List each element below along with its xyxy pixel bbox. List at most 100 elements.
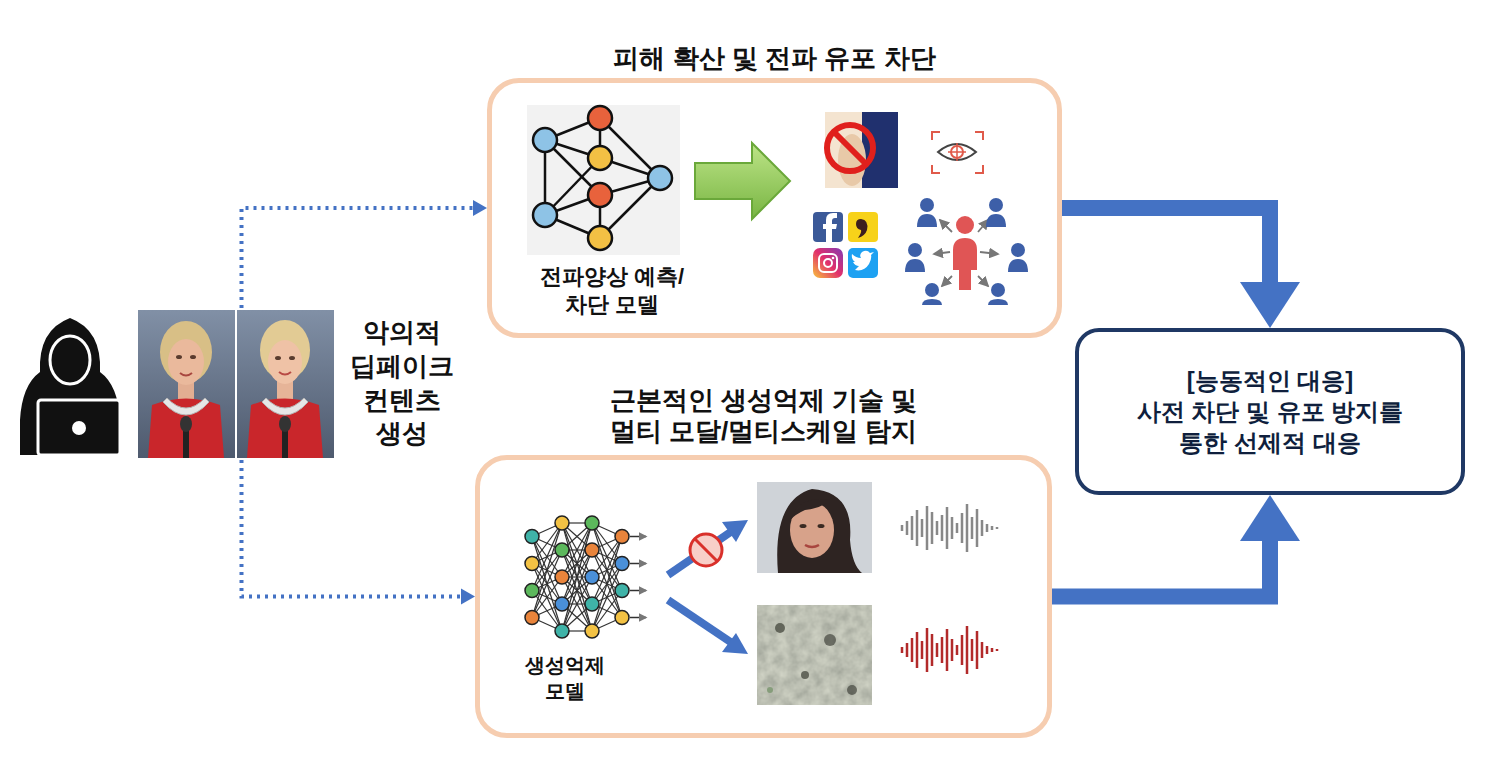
connector-line [242,208,476,308]
network-graph [533,106,672,250]
network-neuron [525,584,539,598]
network-neuron [525,557,539,571]
people-spread-icon [942,276,952,286]
people-spread-icon [925,283,939,297]
arrow-head [473,200,487,216]
response-heading: [능동적인 대응] [1187,365,1354,396]
face-photo [777,489,862,573]
network-graph [533,128,557,152]
deepfake-frame [268,340,302,384]
eye-target-icon [948,143,966,161]
hacker-icon [20,318,120,455]
deepfake-frame [275,356,281,360]
network-neuron [555,624,569,638]
box-heading: 피해 확산 및 전파 유포 차단 [487,43,1062,74]
face-photo [757,482,872,573]
deepfake-frame [163,398,209,415]
deepfake-frame [180,373,192,376]
dotted-arrow [242,200,488,308]
arrow-head [461,589,475,605]
hacker-icon [20,318,120,455]
people-spread-icon [922,299,942,305]
network-neuron [585,516,599,530]
people-spread-icon [986,214,1006,227]
network-graph [588,106,612,130]
face-photo [757,482,872,573]
suppression-arrows [722,520,748,542]
green-arrow [695,143,790,219]
deepfake-frame [289,356,295,360]
face-photo [790,499,830,520]
connector-line [1052,534,1270,596]
people-spread-icon [978,276,988,286]
noise-image [767,687,773,693]
network-neuron [615,530,629,544]
eye-target-icon [938,144,976,160]
output-arrow [630,590,646,592]
social-media-icons [848,248,878,278]
noise-image [847,685,857,695]
suppression-box: 근본적인 생성억제 기술 및 멀티 모달/멀티스케일 탐지생성억제 모델 [475,455,1052,738]
blocked-image-icon [834,132,866,164]
audio-waveform-fake [902,626,997,674]
box-heading: 근본적인 생성억제 기술 및 멀티 모달/멀티스케일 탐지 [591,385,936,447]
flow-arrow [1062,208,1300,328]
social-media-icons [832,257,835,260]
suppression-arrows [668,529,735,575]
audio-waveform [902,504,997,552]
noise-image [824,634,836,646]
output-arrow [630,536,646,538]
people-spread-icon [980,252,998,254]
social-media-icons [823,213,837,242]
blocked-image-icon [862,112,898,188]
model-label: 생성억제 모델 [515,652,615,704]
people-spread-icon [988,299,1008,305]
people-spread-icon [989,198,1003,212]
network-neuron [585,570,599,584]
social-media-icons [819,254,837,272]
arrow-head [1240,282,1300,328]
network-neuron [555,570,569,584]
people-spread-icon [1008,259,1028,272]
people-spread-icon [991,283,1005,297]
deepfake-frame [168,339,204,385]
people-spread-icon [908,243,922,257]
network-neuron [555,543,569,557]
noise-image [757,605,872,705]
deepfake-frame [237,310,334,458]
deepfake-frame [176,355,182,359]
dotted-arrow [242,460,476,605]
source-group: 악의적 딥페이크 컨텐츠 생성 [10,308,473,460]
suppression-arrows [722,633,748,654]
flow-arrow [1052,495,1300,597]
network-graph [533,203,557,227]
social-media-icons [824,259,832,267]
people-spread-icon [1011,243,1025,257]
social-media-icons [813,212,878,278]
network-graph [588,226,612,250]
hacker-icon [72,421,86,435]
people-spread-icon [917,214,937,227]
network-link [562,550,592,631]
response-text: 사전 차단 및 유포 방지를 통한 선제적 대응 [1125,396,1415,458]
people-spread-icon [940,220,952,232]
output-arrow [630,563,646,565]
connector-line [1062,208,1270,289]
source-label: 악의적 딥페이크 컨텐츠 생성 [343,316,461,451]
social-media-icons [852,251,874,271]
suppression-arrows [668,600,735,645]
spread-block-box: 피해 확산 및 전파 유포 차단전파양상 예측/차단 모델 [487,78,1062,338]
deepfake-frame [190,355,196,359]
people-spread-icon [905,198,1028,305]
people-spread-icon [934,252,950,254]
face-photo [818,524,825,528]
deepfake-frame [237,310,334,458]
face-photo [800,524,807,528]
deepfake-frame [279,372,291,375]
deepfake-frame [180,416,192,432]
green-arrow [695,143,790,219]
suppression-arrows [695,539,717,561]
suppression-arrows [690,534,722,566]
noise-image [801,671,809,679]
